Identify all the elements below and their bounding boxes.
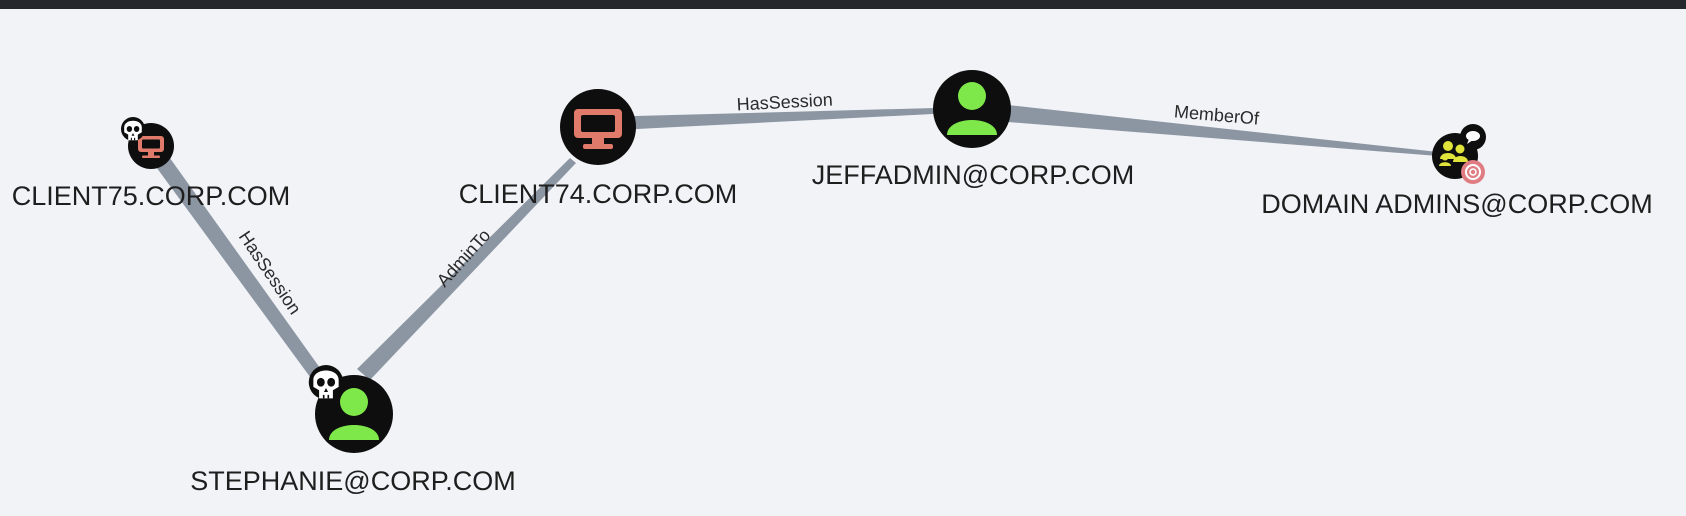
user-icon [329,388,379,440]
skull-icon [308,365,344,400]
edge-label-hassession-2: HasSession [736,90,833,115]
group-icon [1439,141,1468,166]
node-client74[interactable]: CLIENT74.CORP.COM [459,89,738,209]
node-stephanie[interactable]: STEPHANIE@CORP.COM [190,365,516,496]
edge-client74-jeffadmin[interactable]: HasSession [597,90,972,131]
node-label-client75: CLIENT75.CORP.COM [12,181,291,211]
top-bar [0,0,1686,9]
node-label-stephanie: STEPHANIE@CORP.COM [190,466,515,496]
node-label-domain-admins: DOMAIN ADMINS@CORP.COM [1261,189,1652,219]
computer-icon [138,136,164,158]
edge-line [140,133,325,381]
node-label-jeffadmin: JEFFADMIN@CORP.COM [812,160,1134,190]
edge-client75-stephanie[interactable]: HasSession [140,133,325,381]
edge-line [597,107,972,131]
node-domain-admins[interactable]: DOMAIN ADMINS@CORP.COM [1261,124,1653,219]
skull-icon [121,117,145,141]
edge-line [357,158,576,380]
node-label-client74: CLIENT74.CORP.COM [459,179,738,209]
computer-icon [574,109,622,149]
edge-jeffadmin-domainadmins[interactable]: MemberOf [1008,101,1438,156]
node-client75[interactable]: CLIENT75.CORP.COM [12,117,291,211]
chat-icon [1460,124,1486,150]
target-icon [1461,160,1485,184]
node-jeffadmin[interactable]: JEFFADMIN@CORP.COM [812,70,1134,190]
edge-line [1008,105,1438,156]
user-icon [947,82,997,135]
